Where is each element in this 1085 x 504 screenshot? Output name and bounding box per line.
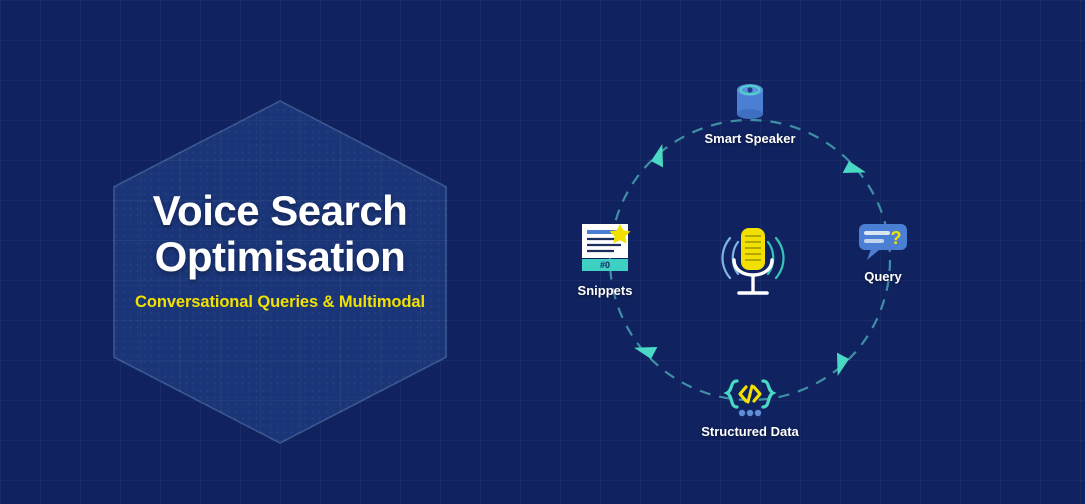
snippet-card-icon: #0	[582, 224, 631, 271]
node-structured-data[interactable]: Structured Data	[675, 375, 825, 439]
arrowhead-nw	[651, 144, 664, 168]
ring-circle	[608, 118, 892, 402]
page-subtitle: Conversational Queries & Multimodal	[135, 293, 425, 311]
node-label-structured-data: Structured Data	[701, 424, 799, 439]
arrowhead-ne	[842, 161, 866, 174]
hero-text-block: Voice Search Optimisation Conversational…	[113, 188, 447, 312]
node-snippets[interactable]: #0 Snippets	[530, 222, 680, 298]
hero-hexagon-panel: Voice Search Optimisation Conversational…	[113, 100, 447, 444]
voice-search-cycle-diagram: Smart Speaker ? Query	[530, 50, 980, 470]
svg-text:?: ?	[891, 228, 902, 248]
page-title-line-2: Optimisation	[154, 233, 406, 280]
ring-arrowheads	[634, 144, 866, 376]
smart-speaker-icon	[737, 84, 763, 119]
microphone-icon	[708, 208, 798, 308]
arrowhead-se	[836, 352, 849, 376]
star-icon	[609, 224, 631, 244]
page-title-line-1: Voice Search	[152, 187, 408, 234]
code-braces-icon	[723, 379, 777, 417]
node-label-snippets: Snippets	[577, 283, 633, 298]
snippet-rank-badge: #0	[600, 260, 610, 270]
speech-bubble-question-icon: ?	[859, 224, 907, 260]
node-smart-speaker[interactable]: Smart Speaker	[675, 78, 825, 146]
microphone-art	[721, 228, 785, 295]
node-label-smart-speaker: Smart Speaker	[704, 131, 796, 146]
arrowhead-sw	[634, 346, 658, 359]
node-label-query: Query	[864, 269, 902, 284]
dashed-cycle-ring	[608, 118, 892, 402]
hexagon-outline	[113, 100, 447, 444]
node-query[interactable]: ? Query	[808, 222, 958, 284]
